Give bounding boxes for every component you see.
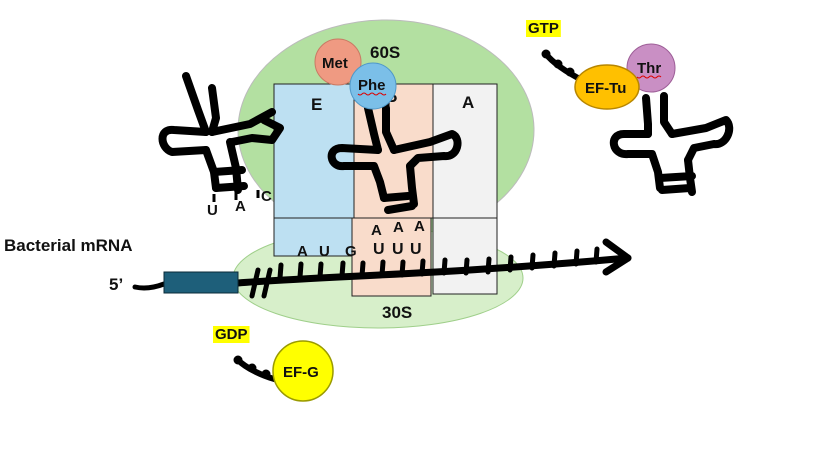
codon-e-3: G xyxy=(345,243,357,260)
ef-tu-ellipse xyxy=(574,64,640,110)
anticodon-p-3: A xyxy=(414,218,425,235)
ef-tu-label: EF-Tu xyxy=(585,80,626,97)
gdp-highlight-bg xyxy=(213,326,250,343)
anticodon-exit-3: C xyxy=(261,188,272,205)
anticodon-p-2: A xyxy=(393,219,404,236)
mrna-strand xyxy=(132,238,632,299)
met-label: Met xyxy=(322,55,348,72)
met-circle xyxy=(314,38,362,86)
codon-e-2: U xyxy=(319,243,330,260)
gtp-text: GTP xyxy=(528,20,559,37)
e-site-label: E xyxy=(311,95,322,114)
p-site-lower xyxy=(351,217,432,297)
large-subunit-label: 60S xyxy=(370,43,400,62)
a-site-lower xyxy=(432,217,498,295)
a-site-label: A xyxy=(462,93,474,112)
a-site-box xyxy=(432,83,498,219)
ef-tu-gtp-link xyxy=(541,49,585,83)
phe-spellcheck-underline xyxy=(357,92,387,96)
exiting-trna-anticodon-ticks xyxy=(212,190,260,202)
thr-circle xyxy=(626,43,676,93)
incoming-trna xyxy=(610,92,734,196)
ef-g-gdp-link xyxy=(233,355,281,383)
thr-spellcheck-underline xyxy=(636,75,662,79)
gtp-highlight-label: GTP xyxy=(528,20,559,37)
phe-circle xyxy=(349,62,397,110)
five-prime-label: 5’ xyxy=(109,275,123,294)
gdp-highlight-label: GDP xyxy=(215,326,248,343)
ef-g-label: EF-G xyxy=(283,364,319,381)
gdp-text: GDP xyxy=(215,326,248,343)
p-site-label: P xyxy=(386,91,397,110)
gtp-highlight-bg xyxy=(526,20,561,37)
p-site-trna xyxy=(327,104,462,214)
thr-label: Thr xyxy=(637,60,661,77)
codon-p-2: U xyxy=(392,241,404,258)
e-site-lower xyxy=(273,217,353,257)
utr-box xyxy=(163,271,239,294)
small-subunit-label: 30S xyxy=(382,303,412,322)
exiting-trna xyxy=(158,72,284,194)
mrna-label: Bacterial mRNA xyxy=(4,236,133,255)
codon-p-1: U xyxy=(373,241,385,258)
codon-p-3: U xyxy=(410,241,422,258)
anticodon-exit-2: A xyxy=(235,198,246,215)
anticodon-p-1: A xyxy=(371,222,382,239)
codon-e-1: A xyxy=(297,243,308,260)
anticodon-exit-1: U xyxy=(207,202,218,219)
ef-g-circle xyxy=(272,340,334,402)
phe-label: Phe xyxy=(358,77,386,94)
